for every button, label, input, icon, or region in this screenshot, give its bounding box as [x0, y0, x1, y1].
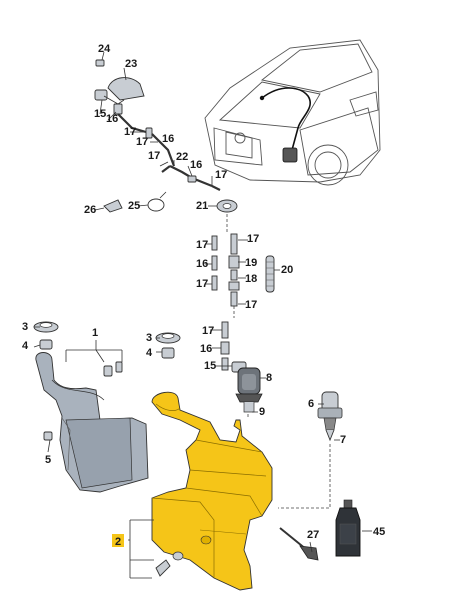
callout-2-highlight: [112, 534, 124, 547]
car-front-illustration: [204, 39, 381, 186]
nozzle-group-top: [94, 59, 221, 191]
callout-18: 18: [245, 273, 257, 285]
callout-1: 1: [92, 327, 98, 339]
callout-26: 26: [84, 204, 96, 216]
washer-tank-grey: [35, 352, 149, 493]
callout-17-e: 17: [196, 239, 208, 251]
callout-16-top: 16: [106, 113, 118, 125]
callout-22: 22: [176, 151, 188, 163]
callout-17-b: 17: [136, 136, 148, 148]
leader-lines: [33, 51, 372, 553]
callout-4-right: 4: [146, 347, 153, 359]
callout-24: 24: [98, 43, 111, 55]
callout-19: 19: [245, 257, 257, 269]
callout-labels: 24 23 15 16 17 17 16 17 22 16 17 26 25 2…: [22, 43, 385, 548]
part-grey-screw: [103, 365, 113, 377]
part-24-clip: [95, 59, 105, 67]
fluid-bottle-45: [335, 499, 361, 557]
callout-4-left: 4: [22, 340, 29, 352]
callout-17-d: 17: [215, 169, 227, 181]
callout-45: 45: [373, 526, 385, 538]
washer-pump-8: [231, 361, 263, 413]
part-15-bracket: [94, 89, 108, 101]
callout-15-bottom: 15: [204, 360, 216, 372]
callout-20: 20: [281, 264, 293, 276]
callout-16-b: 16: [162, 133, 174, 145]
callout-16-c: 16: [190, 159, 202, 171]
callout-8: 8: [266, 372, 272, 384]
callout-17-f: 17: [247, 233, 259, 245]
washer-pump-6: [317, 391, 343, 442]
part-4-seal-right: [161, 347, 175, 359]
callout-6: 6: [308, 398, 314, 410]
callout-23: 23: [125, 58, 137, 70]
filler-cap-left: [33, 321, 59, 350]
connector-column: [211, 214, 275, 371]
callout-17-i: 17: [202, 325, 214, 337]
callout-21: 21: [196, 200, 208, 212]
part-4-seal-left: [39, 339, 53, 350]
callout-2: 2: [115, 536, 121, 548]
callout-15-top: 15: [94, 108, 106, 120]
callout-16-e: 16: [200, 343, 212, 355]
callout-17-h: 17: [245, 299, 257, 311]
callout-17-g: 17: [196, 278, 208, 290]
part-23-nozzle: [107, 77, 145, 101]
part-26-holder: [103, 199, 123, 213]
callout-3-left: 3: [22, 321, 28, 333]
clip-group: [103, 191, 238, 213]
callout-16-d: 16: [196, 258, 208, 270]
callout-5: 5: [45, 454, 51, 466]
part-5-grommet: [43, 431, 53, 441]
callout-17-a: 17: [124, 126, 136, 138]
washer-tank-highlighted: [151, 391, 273, 591]
callout-7: 7: [340, 434, 346, 446]
part-25-clamp: [147, 198, 165, 212]
callout-17-c: 17: [148, 150, 160, 162]
callout-27: 27: [307, 529, 319, 541]
callout-3-right: 3: [146, 332, 152, 344]
callout-9: 9: [259, 406, 265, 418]
filler-cap-right: [155, 332, 181, 359]
callout-25: 25: [128, 200, 140, 212]
